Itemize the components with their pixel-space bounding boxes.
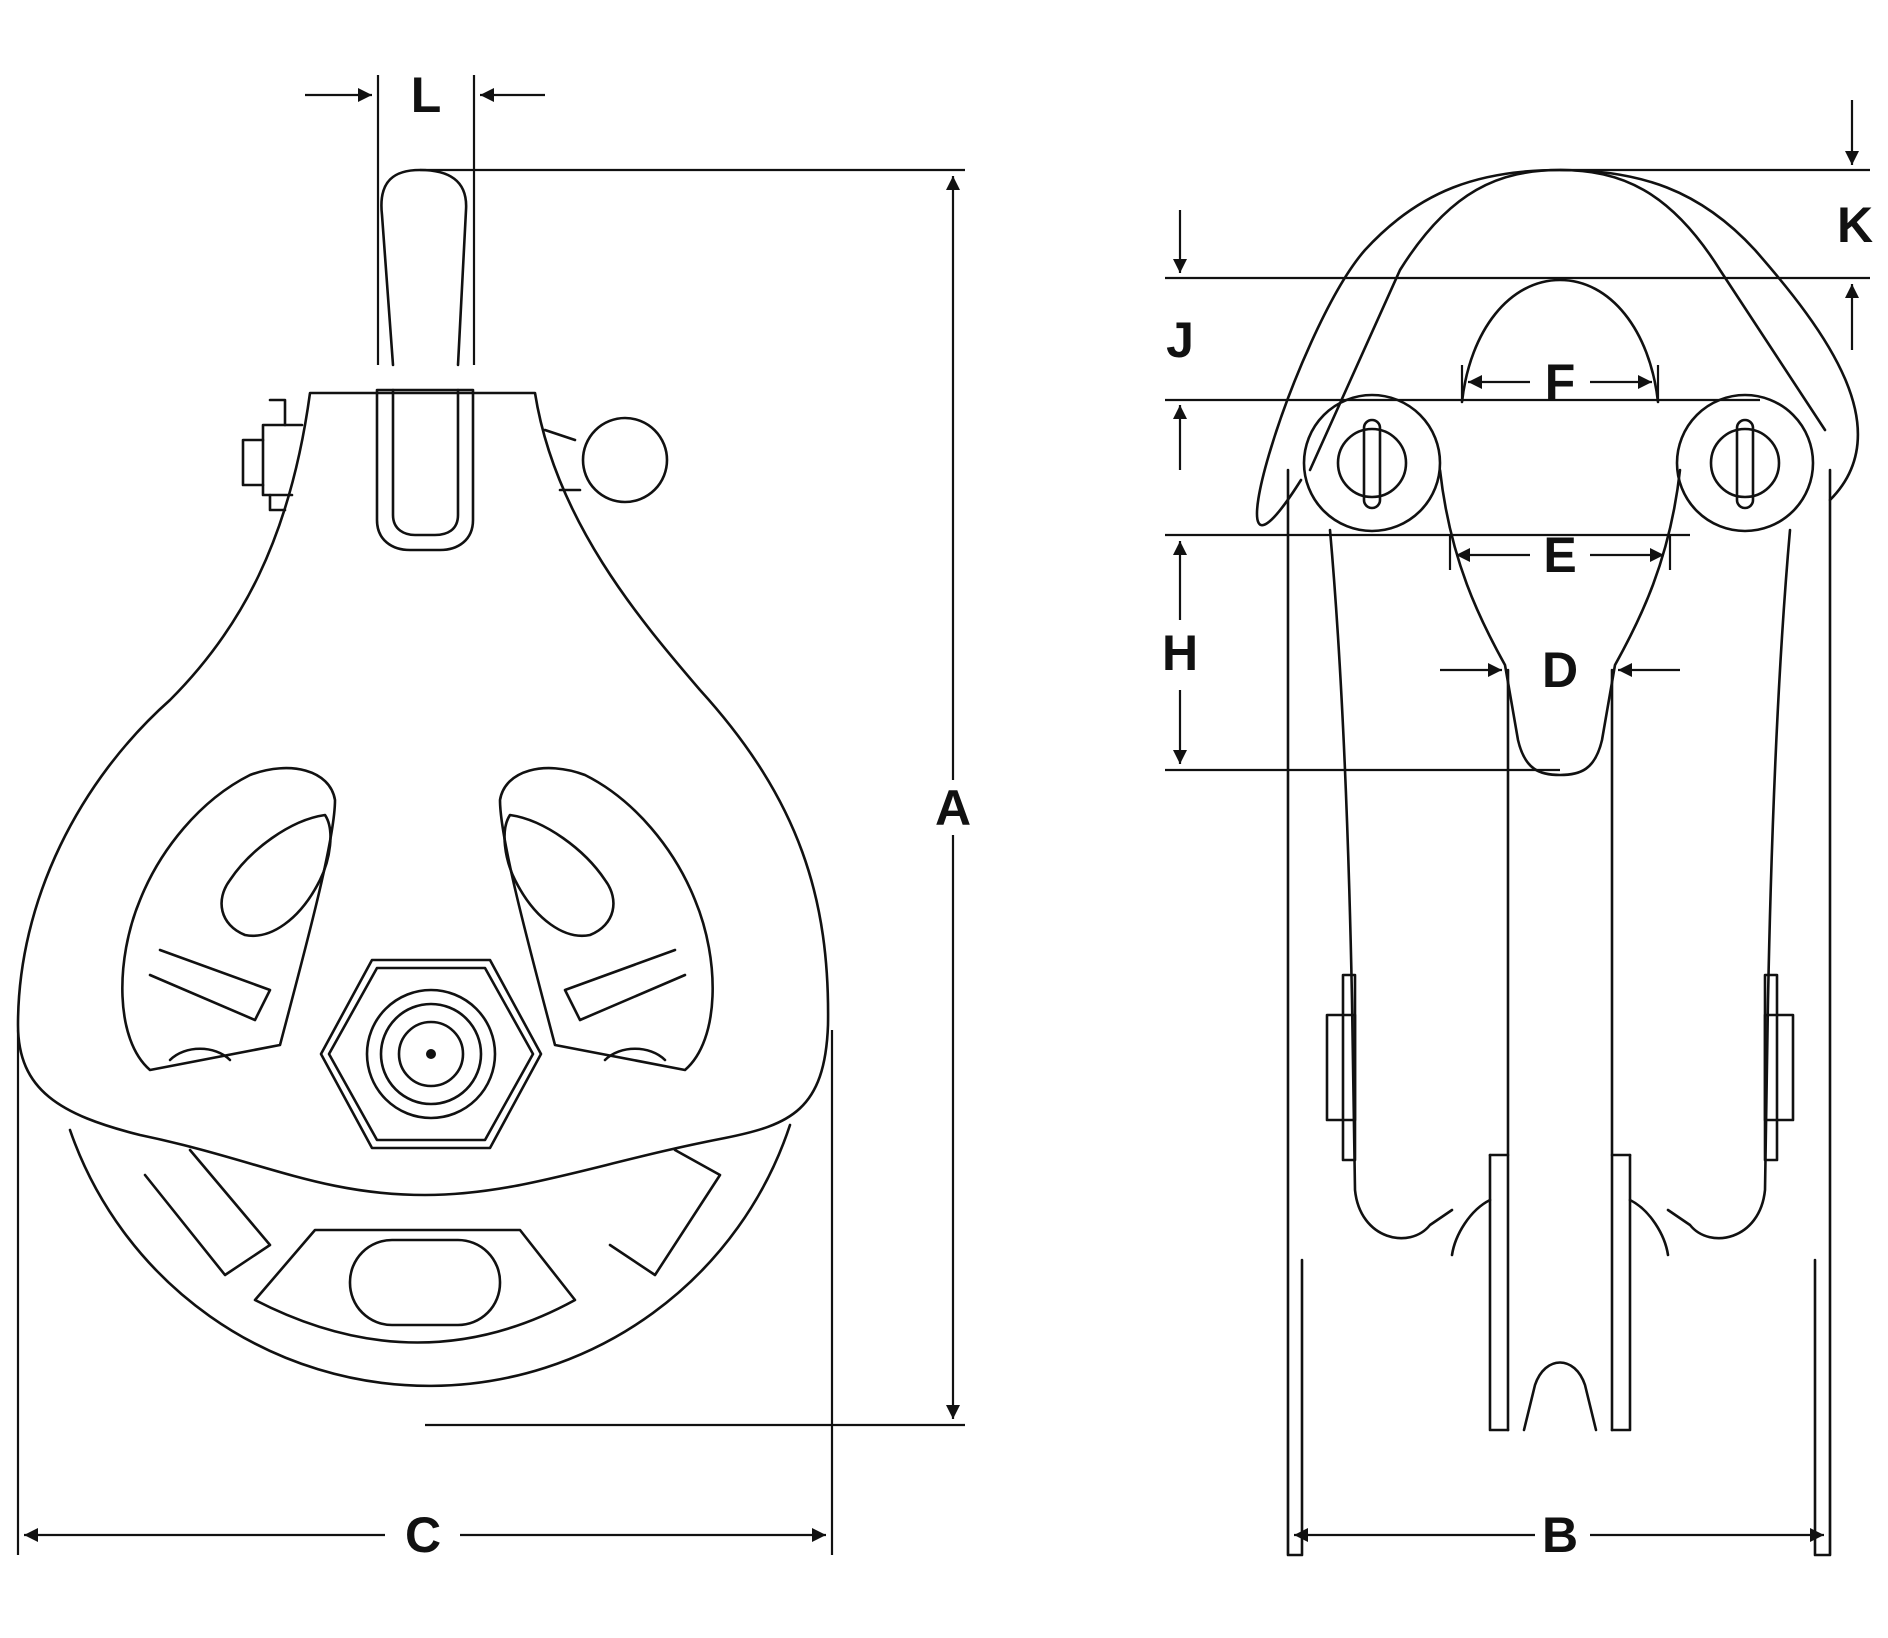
- side-cheeks: [1286, 468, 1832, 1557]
- label-F: F: [1545, 354, 1576, 410]
- label-K: K: [1837, 197, 1873, 253]
- front-spoke-openings: [121, 766, 714, 1072]
- label-H: H: [1162, 625, 1198, 681]
- dimension-lines: [16, 75, 1870, 1555]
- label-C: C: [405, 1507, 441, 1563]
- side-center-yoke: [1438, 468, 1682, 777]
- label-A: A: [935, 780, 971, 836]
- front-view: [16, 168, 830, 1388]
- front-swivel-eye: [375, 168, 475, 552]
- label-B: B: [1542, 1507, 1578, 1563]
- label-J: J: [1166, 312, 1194, 368]
- label-E: E: [1543, 527, 1576, 583]
- front-side-fittings: [241, 398, 669, 512]
- side-sheave: [1450, 668, 1670, 1432]
- label-D: D: [1542, 642, 1578, 698]
- side-head-crown: [1255, 168, 1860, 527]
- front-cheek-plate: [16, 391, 830, 1197]
- side-bolt-bosses: [1302, 393, 1815, 533]
- front-sheave: [68, 1123, 792, 1388]
- label-L: L: [411, 67, 442, 123]
- front-axle-nut: [319, 958, 543, 1150]
- dimension-labels: L A C B K J F E H D: [405, 67, 1873, 1563]
